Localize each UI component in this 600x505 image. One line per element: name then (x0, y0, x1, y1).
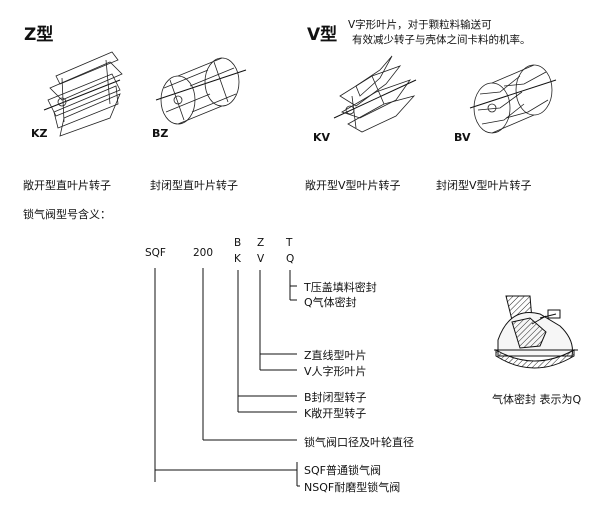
closed-straight-rotor-icon (155, 57, 247, 125)
rotor-code-kz: KZ (31, 127, 48, 140)
model-part-t: T (286, 237, 293, 249)
rotor-caption-kz: 敞开型直叶片转子 (23, 179, 111, 192)
model-part-q: Q (286, 253, 295, 265)
legend-size: 锁气阀口径及叶轮直径 (304, 436, 414, 449)
model-part-z: Z (257, 237, 265, 249)
model-part-sqf: SQF (145, 247, 166, 259)
z-type-title: Z型 (24, 25, 54, 45)
model-part-b: B (234, 237, 242, 249)
rotor-code-bv: BV (454, 131, 471, 144)
legend-type-nsqf: NSQF耐磨型锁气阀 (304, 481, 401, 494)
v-type-note-line1: V字形叶片，对于颗粒料输送可 (348, 19, 492, 31)
closed-v-rotor-icon (469, 64, 557, 134)
legend-rotor-b: B封闭型转子 (304, 391, 367, 404)
rotor-caption-bv: 封闭型V型叶片转子 (436, 179, 532, 192)
model-heading: 锁气阀型号含义： (23, 208, 111, 221)
open-v-rotor-icon (333, 55, 417, 133)
legend-seal-q: Q气体密封 (304, 296, 357, 309)
rotor-caption-bz: 封闭型直叶片转子 (150, 179, 238, 192)
gas-seal-caption: 气体密封 表示为Q (492, 393, 582, 406)
legend-blade-v: V人字形叶片 (304, 365, 367, 378)
model-part-k: K (234, 253, 241, 265)
rotor-caption-kv: 敞开型V型叶片转子 (305, 179, 401, 192)
legend-seal-t: T压盖填料密封 (304, 281, 377, 294)
open-straight-rotor-icon (43, 51, 123, 137)
v-type-title: V型 (307, 25, 338, 45)
legend-rotor-k: K敞开型转子 (304, 407, 367, 420)
model-part-v: V (257, 253, 265, 265)
v-type-note-line2: 有效减少转子与壳体之间卡料的机率。 (352, 34, 531, 46)
rotor-code-bz: BZ (152, 127, 169, 140)
model-part-size: 200 (193, 247, 214, 259)
legend-type-sqf: SQF普通锁气阀 (304, 464, 381, 477)
rotor-code-kv: KV (313, 131, 331, 144)
legend-blade-z: Z直线型叶片 (304, 349, 367, 362)
